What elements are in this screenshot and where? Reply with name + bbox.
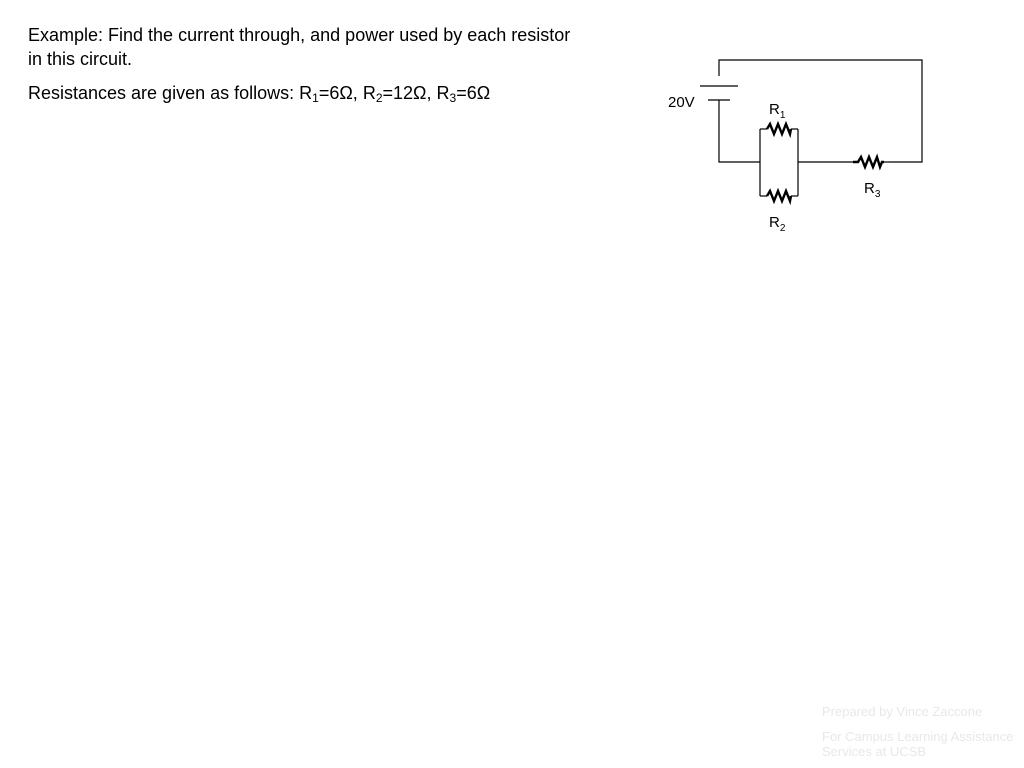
resistor-r2-icon xyxy=(765,187,793,206)
resistor-r3-icon xyxy=(853,153,884,171)
wire-top-loop xyxy=(718,59,923,163)
r1-label: R1 xyxy=(769,101,786,121)
circuit-diagram: 20V R1 R2 R3 xyxy=(668,59,923,234)
credit-organization: For Campus Learning Assistance Services … xyxy=(822,729,1014,759)
resistance-r2: R2=12Ω, xyxy=(362,83,437,105)
credit-author: Prepared by Vince Zaccone xyxy=(822,704,983,719)
problem-statement: Example: Find the current through, and p… xyxy=(28,25,571,69)
problem-text: Example: Find the current through, and p… xyxy=(28,23,588,105)
given-prefix: Resistances are given as follows: xyxy=(28,83,300,103)
battery-icon xyxy=(700,85,738,101)
r2-label: R2 xyxy=(769,214,786,234)
resistance-r1: R1=6Ω, xyxy=(299,83,363,105)
circuit-wires xyxy=(718,59,923,197)
resistance-r3: R3=6Ω xyxy=(436,83,491,105)
resistor-r1-icon xyxy=(765,120,793,139)
credits-footer: Prepared by Vince Zaccone For Campus Lea… xyxy=(822,704,1022,759)
r3-label: R3 xyxy=(864,180,881,200)
given-resistances: Resistances are given as follows: R1=6Ω,… xyxy=(28,81,588,105)
source-voltage-label: 20V xyxy=(668,94,695,111)
wire-left-down xyxy=(718,100,760,163)
